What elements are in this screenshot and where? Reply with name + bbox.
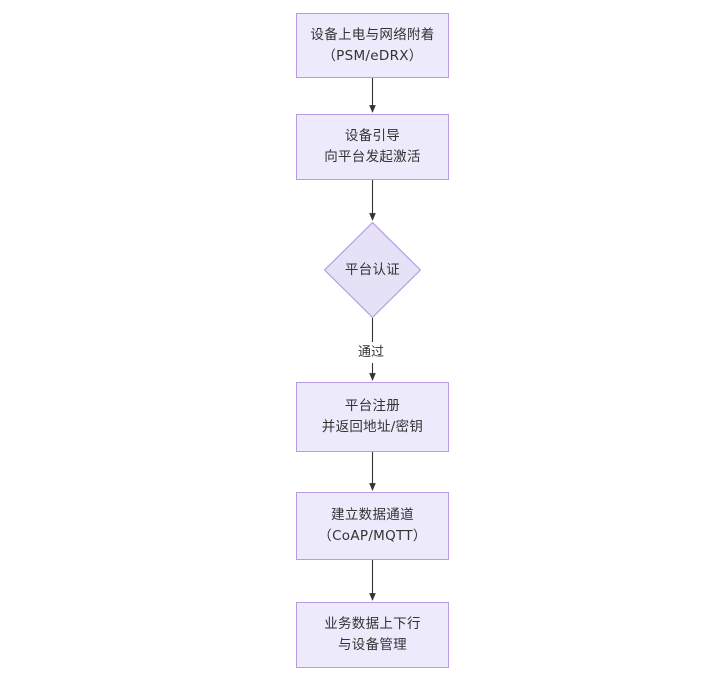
edge-label-pass: 通过: [355, 342, 388, 363]
flow-node-label: 建立数据通道 （CoAP/MQTT）: [318, 507, 427, 544]
diamond-shape: [324, 222, 421, 318]
flow-node-label: 业务数据上下行 与设备管理: [324, 616, 421, 653]
flow-node-platform-auth[interactable]: 平台认证: [324, 222, 421, 318]
flow-node-data-channel[interactable]: 建立数据通道 （CoAP/MQTT）: [296, 492, 449, 560]
flow-node-power-on[interactable]: 设备上电与网络附着 （PSM/eDRX）: [296, 13, 449, 78]
flow-node-platform-register[interactable]: 平台注册 并返回地址/密钥: [296, 382, 449, 452]
flow-node-label: 设备引导 向平台发起激活: [324, 128, 421, 165]
flow-node-bootstrap[interactable]: 设备引导 向平台发起激活: [296, 114, 449, 180]
flow-node-label: 平台注册 并返回地址/密钥: [321, 398, 424, 435]
flow-node-label: 设备上电与网络附着 （PSM/eDRX）: [310, 26, 435, 64]
flow-node-label: 平台认证: [344, 261, 401, 278]
flow-node-business-data[interactable]: 业务数据上下行 与设备管理: [296, 602, 449, 668]
